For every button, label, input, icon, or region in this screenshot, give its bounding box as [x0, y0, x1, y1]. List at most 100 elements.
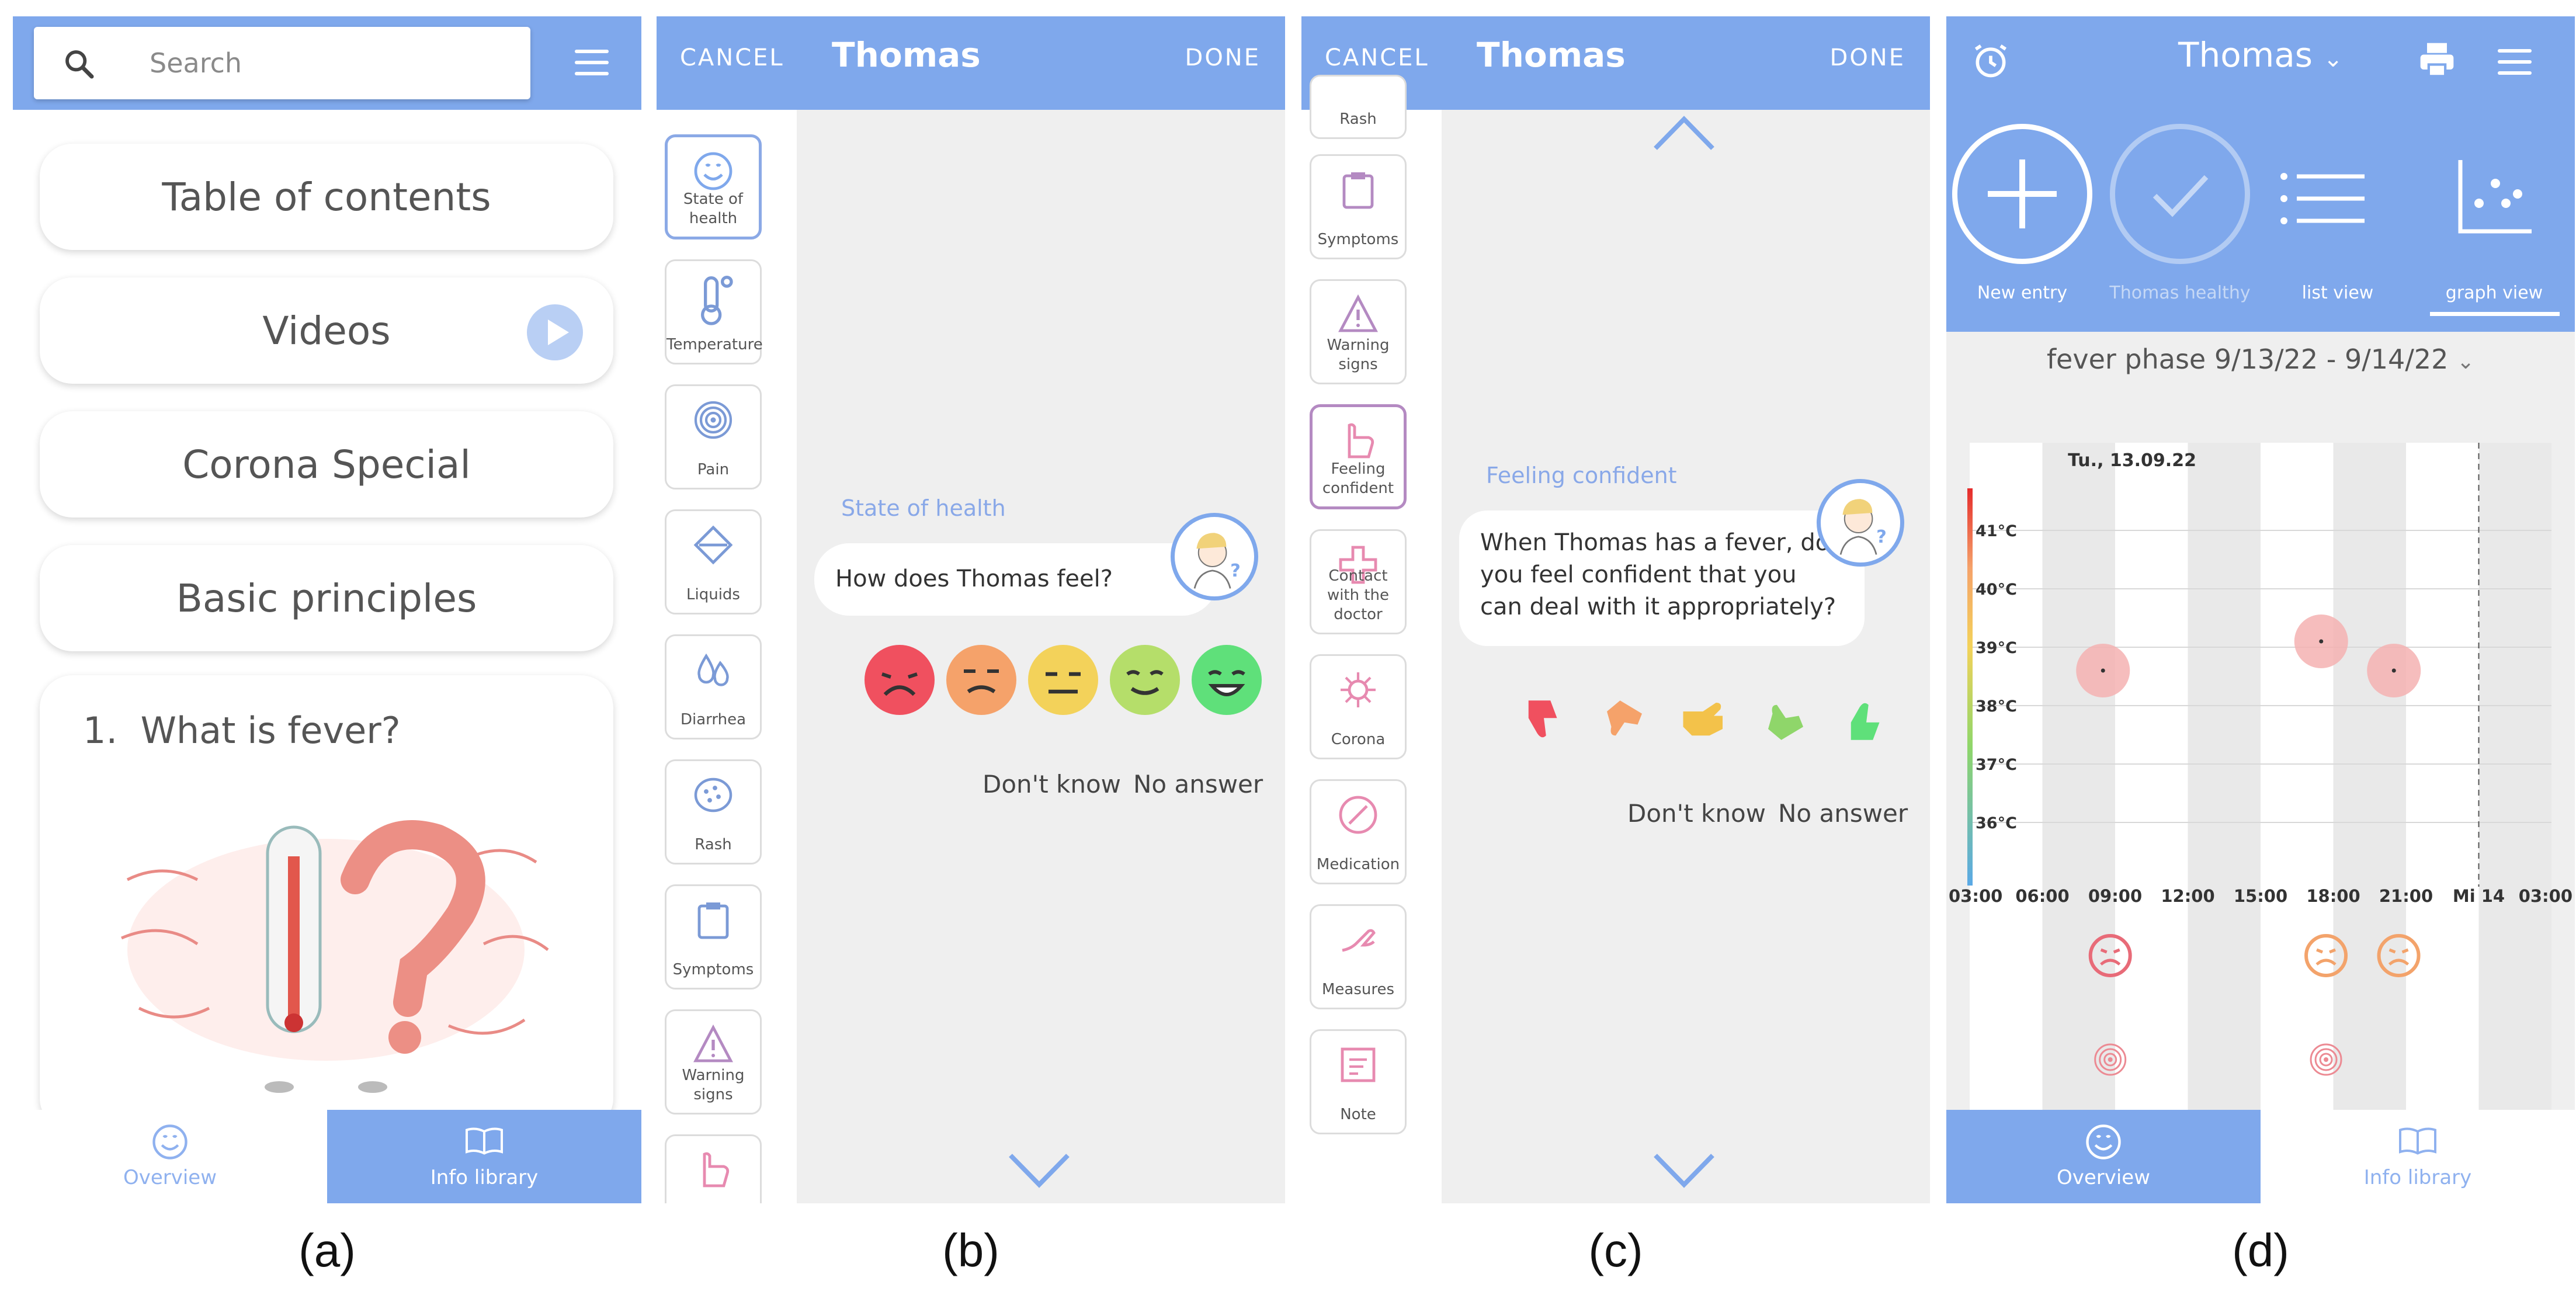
doctor-avatar[interactable]: ? [1817, 479, 1904, 567]
question-bubble: When Thomas has a fever, do you feel con… [1459, 511, 1865, 646]
done-button[interactable]: DONE [1829, 44, 1905, 71]
category-liquids[interactable]: Liquids [665, 509, 762, 614]
pain-target-icon [2319, 1053, 2333, 1067]
doctor-avatar[interactable]: ? [1171, 513, 1258, 600]
card-corona-special[interactable]: Corona Special [40, 411, 613, 518]
checkmark-icon [2153, 175, 2209, 217]
category-warning-signs[interactable]: Warning signs [1310, 279, 1407, 384]
top-bar: Thomas ⌄ New entry Thomas healthy list v… [1946, 16, 2575, 332]
bottom-navigation: Overview Info library [13, 1110, 641, 1203]
card-videos[interactable]: Videos [40, 277, 613, 384]
category-label: Warning signs [1327, 336, 1390, 373]
nav-info-library[interactable]: Info library [2261, 1110, 2575, 1203]
action-label: Thomas healthy [2109, 283, 2251, 303]
category-medication[interactable]: Medication [1310, 779, 1407, 884]
category-note[interactable]: Note [1310, 1029, 1407, 1134]
rash-icon [694, 777, 732, 813]
caption-b: (b) [942, 1224, 999, 1276]
category-feeling-confident[interactable] [665, 1134, 762, 1203]
alarm-clock-icon[interactable] [1971, 41, 2011, 81]
category-diarrhea[interactable]: Diarrhea [665, 634, 762, 739]
category-pain[interactable]: Pain [665, 384, 762, 489]
cancel-button[interactable]: CANCEL [1325, 44, 1429, 71]
phase-selector[interactable]: fever phase 9/13/22 - 9/14/22 ⌄ [1946, 343, 2575, 375]
thumbs-down-icon[interactable] [1518, 694, 1570, 747]
x-tick-label: 03:00 [1949, 886, 2002, 906]
phase-header [1946, 332, 2575, 443]
doctor-icon: ? [1193, 533, 1241, 589]
temperature-point-center [2319, 639, 2324, 644]
face-neutral[interactable] [1028, 645, 1098, 715]
nav-overview[interactable]: Overview [1946, 1110, 2261, 1203]
face-very-bad[interactable] [865, 645, 935, 715]
action-label: New entry [1977, 283, 2068, 303]
panel-state-of-health: CANCEL Thomas DONE State of health Tempe… [657, 16, 1285, 1203]
thumb-icon [1348, 423, 1374, 459]
category-contact-doctor[interactable]: Contact with the doctor [1310, 529, 1407, 634]
dont-know-button[interactable]: Don't know [983, 770, 1122, 798]
chevron-down-icon: ⌄ [2323, 46, 2343, 72]
smile-icon [152, 1124, 188, 1159]
card-what-is-fever[interactable]: 1. What is fever? [40, 675, 613, 1131]
plus-icon [1988, 159, 2057, 228]
thumbs-up-icon[interactable] [1840, 694, 1893, 747]
category-measures[interactable]: Measures [1310, 904, 1407, 1009]
category-feeling-confident[interactable]: Feeling confident [1310, 404, 1407, 509]
face-very-good[interactable] [1192, 645, 1262, 715]
new-entry-button[interactable] [1952, 124, 2092, 264]
category-temperature[interactable]: Temperature [665, 259, 763, 364]
smile-icon [2086, 1124, 2121, 1159]
no-answer-button[interactable]: No answer [1778, 799, 1908, 828]
thumbs-slight-down-icon[interactable] [1598, 694, 1651, 747]
doctor-icon: ? [1839, 499, 1887, 555]
face-bad[interactable] [946, 645, 1016, 715]
question-bubble: How does Thomas feel? [814, 543, 1217, 616]
list-view-icon[interactable] [2279, 169, 2367, 228]
thermometer-icon [701, 276, 733, 325]
fever-illustration [121, 820, 549, 1093]
card-table-of-contents[interactable]: Table of contents [40, 144, 613, 250]
category-symptoms[interactable]: Symptoms [665, 884, 762, 990]
graph-view-icon[interactable] [2457, 159, 2533, 235]
phase-label: fever phase 9/13/22 - 9/14/22 [2046, 343, 2449, 375]
pill-icon [1339, 796, 1377, 834]
category-corona[interactable]: Corona [1310, 654, 1407, 759]
menu-icon[interactable] [575, 50, 609, 83]
nav-info-library[interactable]: Info library [327, 1110, 641, 1203]
category-warning-signs[interactable]: Warning signs [665, 1009, 762, 1115]
action-label: list view [2301, 283, 2374, 303]
thumbs-sideways-icon[interactable] [1679, 694, 1731, 747]
search-box[interactable] [34, 27, 530, 99]
panel-info-library: Table of contents Videos Corona Special … [13, 16, 641, 1203]
category-symptoms[interactable]: Symptoms [1310, 154, 1407, 259]
no-answer-button[interactable]: No answer [1133, 770, 1263, 798]
y-tick-label: 38°C [1976, 697, 2017, 716]
x-tick-label: 12:00 [2161, 886, 2214, 906]
patient-selector[interactable]: Thomas ⌄ [1946, 35, 2575, 75]
category-rash[interactable]: Rash [1310, 75, 1407, 139]
category-rash[interactable]: Rash [665, 759, 762, 865]
play-icon[interactable] [527, 304, 583, 360]
dont-know-button[interactable]: Don't know [1627, 799, 1766, 828]
search-input[interactable] [148, 41, 511, 85]
printer-icon[interactable] [2417, 40, 2457, 79]
question-category: State of health [841, 495, 1006, 521]
menu-icon[interactable] [2498, 49, 2532, 82]
thumbs-slight-up-icon[interactable] [1759, 694, 1812, 747]
cancel-button[interactable]: CANCEL [680, 44, 784, 71]
category-label: Medication [1316, 856, 1400, 873]
face-good[interactable] [1110, 645, 1180, 715]
card-basic-principles[interactable]: Basic principles [40, 545, 613, 651]
done-button[interactable]: DONE [1185, 44, 1261, 71]
chevron-down-icon[interactable] [1007, 1150, 1071, 1190]
category-state-of-health[interactable]: State of health [665, 134, 762, 239]
chevron-down-icon[interactable] [1652, 1150, 1716, 1190]
healthy-button[interactable] [2110, 124, 2250, 264]
caption-c: (c) [1588, 1224, 1643, 1276]
nav-overview[interactable]: Overview [13, 1110, 327, 1203]
caption-a: (a) [298, 1224, 356, 1276]
chevron-up-icon[interactable] [1652, 113, 1716, 154]
mood-mouth [2315, 959, 2337, 966]
pain-target-center [2324, 1057, 2329, 1062]
top-bar: CANCEL Thomas DONE [657, 16, 1285, 110]
